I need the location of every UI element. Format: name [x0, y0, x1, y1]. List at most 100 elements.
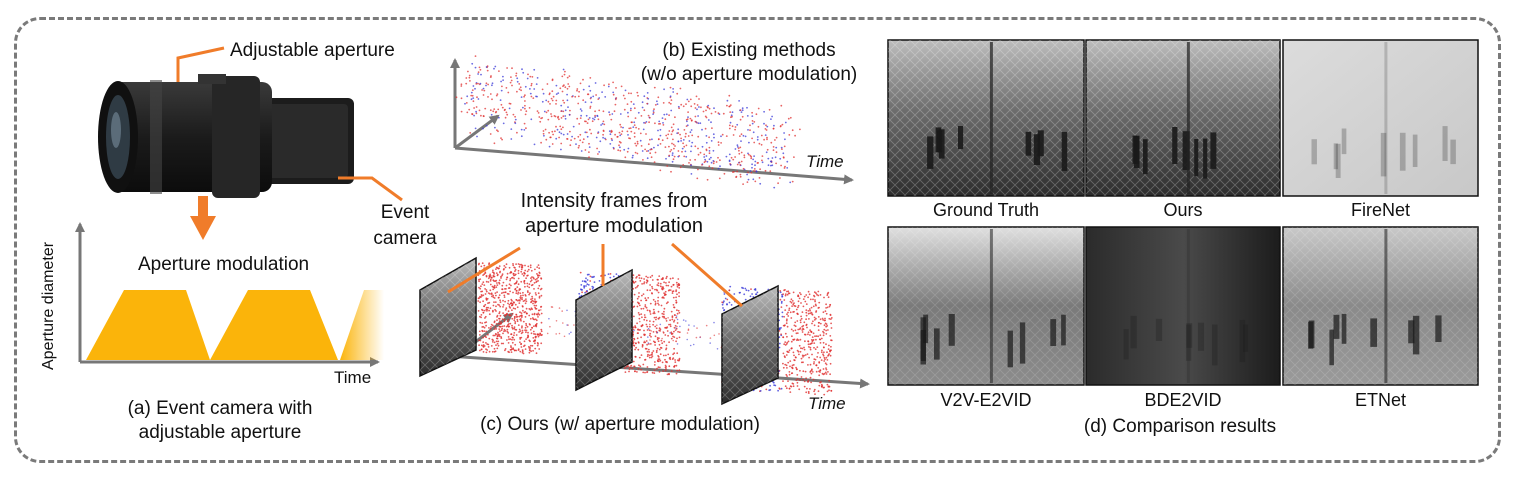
- event-point: [595, 94, 597, 96]
- event-point: [676, 285, 679, 288]
- event-point: [590, 101, 593, 104]
- event-point: [492, 304, 495, 307]
- event-point: [570, 331, 572, 334]
- person-silhouette: [1123, 329, 1129, 360]
- person-silhouette: [1130, 315, 1137, 349]
- event-point: [662, 286, 664, 289]
- event-point: [581, 141, 584, 144]
- event-point: [499, 330, 501, 332]
- event-point: [785, 343, 788, 345]
- event-point: [748, 141, 750, 144]
- event-point: [668, 373, 670, 375]
- event-point: [639, 280, 642, 282]
- event-point: [639, 365, 642, 368]
- event-point: [502, 342, 505, 345]
- event-point: [478, 344, 480, 347]
- event-point: [520, 280, 523, 283]
- event-point: [597, 98, 600, 100]
- event-point: [590, 96, 592, 99]
- event-point: [768, 108, 771, 111]
- event-point: [536, 333, 539, 335]
- event-point: [521, 329, 524, 332]
- event-point: [590, 132, 593, 135]
- event-point: [740, 160, 743, 163]
- event-point: [659, 282, 662, 285]
- event-point: [637, 302, 640, 305]
- event-point: [536, 95, 538, 98]
- event-point: [825, 329, 827, 332]
- event-point: [648, 351, 650, 353]
- event-point: [819, 381, 821, 384]
- event-point: [518, 265, 521, 268]
- event-point: [608, 113, 611, 116]
- event-point: [658, 343, 661, 346]
- event-point: [675, 296, 677, 299]
- event-point: [498, 281, 500, 284]
- event-point: [631, 156, 634, 159]
- event-point: [703, 153, 706, 156]
- event-point: [598, 280, 601, 282]
- event-point: [521, 298, 523, 301]
- event-point: [531, 327, 533, 329]
- event-point: [478, 286, 480, 289]
- event-point: [637, 312, 640, 314]
- event-point: [514, 268, 517, 271]
- event-point: [533, 68, 536, 71]
- event-point: [665, 157, 667, 160]
- event-point: [551, 143, 554, 145]
- event-point: [671, 290, 674, 293]
- event-point: [589, 280, 592, 282]
- event-point: [487, 346, 490, 348]
- event-point: [619, 141, 622, 144]
- event-point: [791, 180, 794, 183]
- event-point: [538, 295, 541, 298]
- event-point: [504, 330, 507, 332]
- event-point: [739, 175, 742, 178]
- event-point: [480, 290, 482, 293]
- event-point: [775, 146, 778, 149]
- event-point: [489, 293, 491, 295]
- event-point: [537, 335, 540, 338]
- event-point: [485, 82, 488, 85]
- event-point: [510, 333, 513, 336]
- event-point: [537, 287, 540, 290]
- event-point: [787, 117, 790, 120]
- event-point: [728, 289, 731, 292]
- event-point: [494, 126, 496, 129]
- event-point: [792, 351, 795, 354]
- event-point: [825, 373, 828, 375]
- event-point: [584, 101, 587, 103]
- event-point: [619, 113, 622, 115]
- event-point: [571, 135, 573, 138]
- event-point: [522, 294, 524, 297]
- event-point: [471, 62, 474, 65]
- event-point: [800, 347, 802, 350]
- event-point: [562, 322, 564, 324]
- event-point: [817, 390, 820, 393]
- event-point: [633, 124, 636, 126]
- event-point: [673, 155, 676, 158]
- event-point: [775, 151, 778, 154]
- person-silhouette: [1243, 324, 1249, 352]
- event-point: [661, 361, 664, 364]
- event-point: [520, 319, 522, 322]
- event-point: [719, 165, 721, 168]
- event-point: [526, 77, 529, 80]
- event-point: [521, 350, 524, 353]
- event-point: [737, 147, 740, 150]
- event-point: [512, 307, 515, 310]
- event-point: [479, 68, 482, 71]
- event-point: [797, 339, 800, 341]
- event-point: [503, 294, 506, 297]
- event-point: [692, 343, 695, 346]
- event-point: [535, 352, 538, 355]
- event-point: [810, 330, 813, 333]
- event-point: [512, 347, 514, 349]
- event-point: [490, 323, 493, 326]
- event-point: [528, 349, 531, 351]
- event-point: [810, 381, 812, 384]
- event-point: [813, 346, 815, 349]
- event-point: [533, 304, 536, 307]
- event-point: [491, 98, 493, 101]
- event-point: [577, 102, 580, 105]
